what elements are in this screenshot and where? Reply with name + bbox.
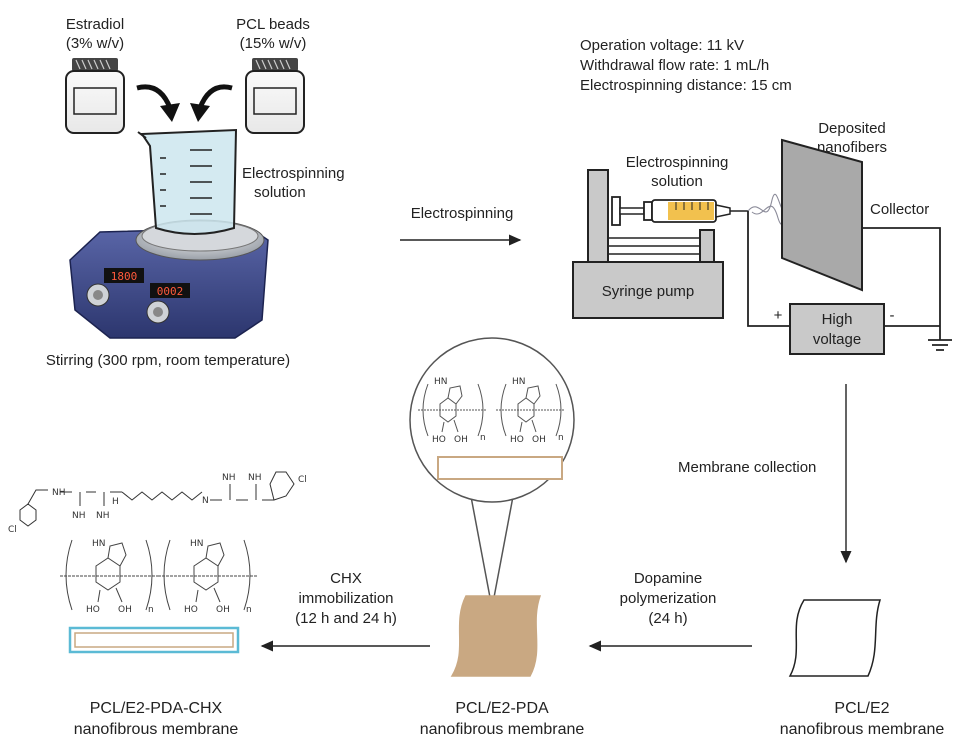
stirrer-right-display: 0002 — [157, 285, 184, 298]
chx-oh-1: OH — [118, 605, 132, 615]
syringe-solution-label-line1: Electrospinning — [626, 154, 729, 171]
stirring-caption: Stirring (300 rpm, room temperature) — [46, 352, 290, 369]
stirrer-solution-label-line1: Electrospinning — [242, 165, 345, 182]
chx-label-line3-arrow: (12 h and 24 h) — [295, 610, 397, 627]
deposited-label-line2: nanofibers — [817, 139, 887, 156]
magnetic-stirrer-icon: 1800 0002 — [69, 219, 269, 339]
high-voltage-label-line2: voltage — [813, 331, 861, 348]
param-distance: Electrospinning distance: 15 cm — [580, 77, 792, 94]
bubble-n-sub-2: n — [558, 433, 564, 443]
pda-membrane-rect — [437, 456, 563, 480]
pda-structure-bubble — [418, 383, 564, 437]
plus-terminal: + — [774, 307, 783, 324]
n-1: N — [202, 496, 209, 506]
bubble-hn-1: HN — [434, 377, 448, 387]
chx-ho-1: HO — [86, 605, 100, 615]
estradiol-jar-icon — [65, 58, 125, 134]
pcl-e2-membrane-shape — [788, 599, 882, 677]
param-flow-rate: Withdrawal flow rate: 1 mL/h — [580, 57, 769, 74]
minus-terminal: - — [890, 307, 895, 324]
pcl-e2-label-line2: nanofibrous membrane — [780, 721, 945, 738]
chx-n-sub-1: n — [148, 605, 154, 615]
pcl-conc: (15% w/v) — [240, 35, 307, 52]
chx-molecule-structure — [19, 471, 295, 527]
pour-arrows — [136, 84, 233, 122]
collector-plate-icon — [781, 138, 863, 292]
pda-structure-chx — [60, 539, 258, 611]
chx-label-line2-arrow: immobilization — [298, 590, 393, 607]
chx-oh-2: OH — [216, 605, 230, 615]
bubble-n-sub-1: n — [480, 433, 486, 443]
chx-hn-1: HN — [92, 539, 106, 549]
nh-4: NH — [222, 473, 236, 483]
bubble-hn-2: HN — [512, 377, 526, 387]
dopamine-label-line2: polymerization — [620, 590, 717, 607]
dopamine-label-line1: Dopamine — [634, 570, 702, 587]
pda-label-line2: nanofibrous membrane — [420, 721, 585, 738]
syringe-solution-label-line2: solution — [651, 173, 703, 190]
dopamine-label-line3: (24 h) — [648, 610, 687, 627]
stirrer-left-display: 1800 — [111, 270, 138, 283]
pcl-e2-label-line1: PCL/E2 — [834, 700, 889, 717]
pcl-name: PCL beads — [236, 16, 310, 33]
pda-label-line1: PCL/E2-PDA — [455, 700, 549, 717]
nh-1: NH — [52, 488, 66, 498]
electrospinning-arrow-label: Electrospinning — [411, 205, 514, 222]
bubble-ho-1: HO — [432, 435, 446, 445]
chx-label-line1-arrow: CHX — [330, 570, 362, 587]
collector-label: Collector — [870, 201, 929, 218]
pcl-jar-icon — [245, 58, 305, 134]
high-voltage-label-line1: High — [822, 311, 853, 328]
chx-ho-2: HO — [184, 605, 198, 615]
membrane-collection-label: Membrane collection — [678, 459, 816, 476]
syringe-pump-icon — [572, 169, 724, 319]
h-1: H — [112, 497, 119, 507]
stirrer-solution-label-line2: solution — [254, 184, 306, 201]
chx-hn-2: HN — [190, 539, 204, 549]
estradiol-name: Estradiol — [66, 16, 124, 33]
estradiol-conc: (3% w/v) — [66, 35, 124, 52]
chx-membrane-inner-rect — [74, 632, 234, 648]
pda-membrane-shape — [450, 595, 542, 677]
deposited-label-line1: Deposited — [818, 120, 886, 137]
high-voltage-box — [789, 303, 885, 355]
syringe-pump-label: Syringe pump — [602, 283, 695, 300]
bubble-oh-1: OH — [454, 435, 468, 445]
chx-n-sub-2: n — [246, 605, 252, 615]
beaker-icon — [137, 128, 238, 235]
bubble-ho-2: HO — [510, 435, 524, 445]
syringe-icon — [611, 196, 748, 226]
nh-2: NH — [72, 511, 86, 521]
chx-label-line2: nanofibrous membrane — [74, 721, 239, 738]
chx-label-line1: PCL/E2-PDA-CHX — [90, 700, 223, 717]
param-voltage: Operation voltage: 11 kV — [580, 37, 744, 54]
nh-3: NH — [96, 511, 110, 521]
cl-left: Cl — [8, 525, 17, 535]
nh-5: NH — [248, 473, 262, 483]
bubble-oh-2: OH — [532, 435, 546, 445]
high-voltage-circuit — [747, 211, 952, 351]
cl-right: Cl — [298, 475, 307, 485]
